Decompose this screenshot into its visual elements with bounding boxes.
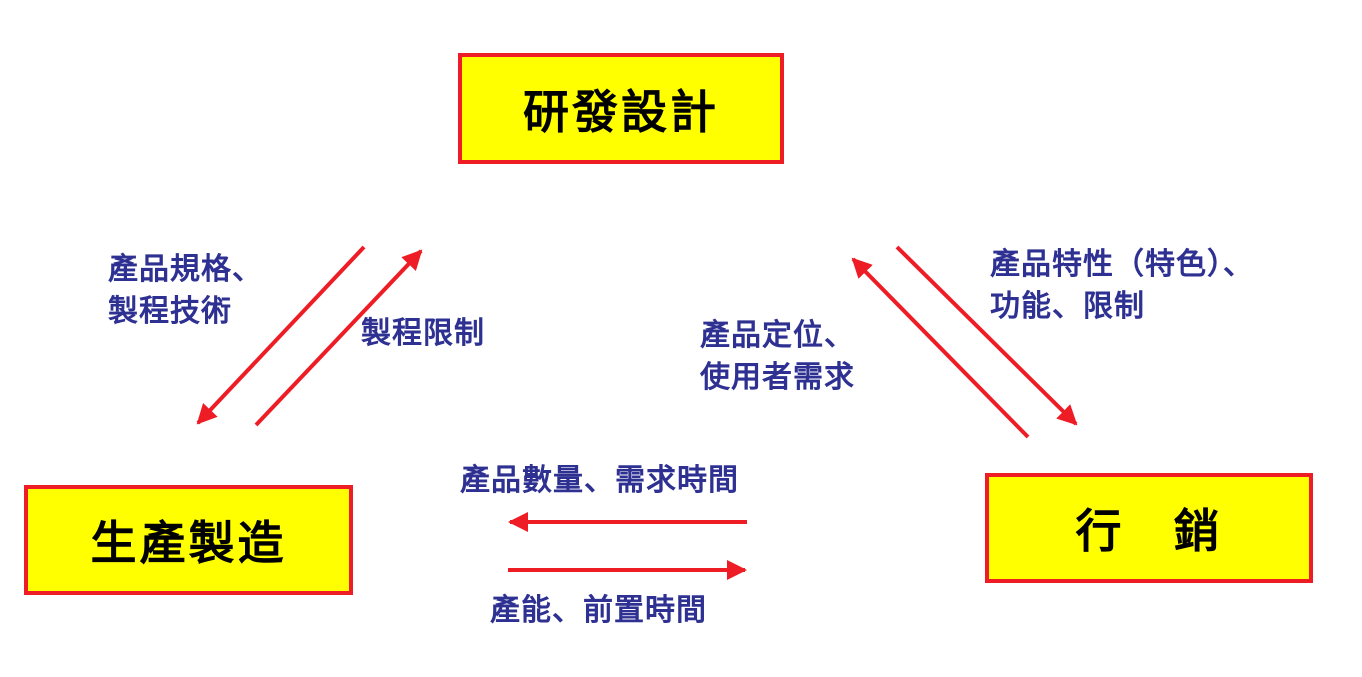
arrow-marketing-to-rd [851, 257, 1030, 439]
label-rd-to-manufacturing: 產品規格、 製程技術 [108, 249, 263, 333]
label-line: 產品定位、 [700, 318, 855, 353]
label-line: 功能、限制 [990, 289, 1145, 324]
label-line: 產能、前置時間 [490, 593, 707, 628]
label-line: 產品數量、需求時間 [460, 463, 739, 498]
label-line: 使用者需求 [700, 360, 855, 395]
manufacturing-box: 生產製造 [24, 485, 353, 595]
label-line: 產品規格、 [108, 252, 263, 287]
label-line: 產品特性（特色）、 [990, 247, 1254, 282]
manufacturing-label: 生產製造 [90, 516, 287, 570]
arrow-manufacturing-to-rd [254, 249, 423, 427]
label-manufacturing-to-marketing: 產能、前置時間 [490, 590, 707, 632]
arrow-rd-to-marketing [895, 245, 1078, 426]
label-rd-to-marketing: 產品特性（特色）、 功能、限制 [990, 244, 1254, 328]
marketing-box: 行 銷 [985, 473, 1313, 583]
rd-design-label: 研發設計 [523, 84, 719, 139]
rd-design-box: 研發設計 [458, 53, 784, 164]
label-marketing-to-manufacturing: 產品數量、需求時間 [460, 460, 739, 502]
label-line: 製程限制 [361, 316, 485, 351]
label-marketing-to-rd: 產品定位、 使用者需求 [700, 315, 855, 399]
marketing-label: 行 銷 [1075, 504, 1223, 558]
label-line: 製程技術 [108, 294, 232, 329]
label-manufacturing-to-rd: 製程限制 [361, 313, 485, 355]
arrow-rd-to-manufacturing [196, 245, 366, 425]
